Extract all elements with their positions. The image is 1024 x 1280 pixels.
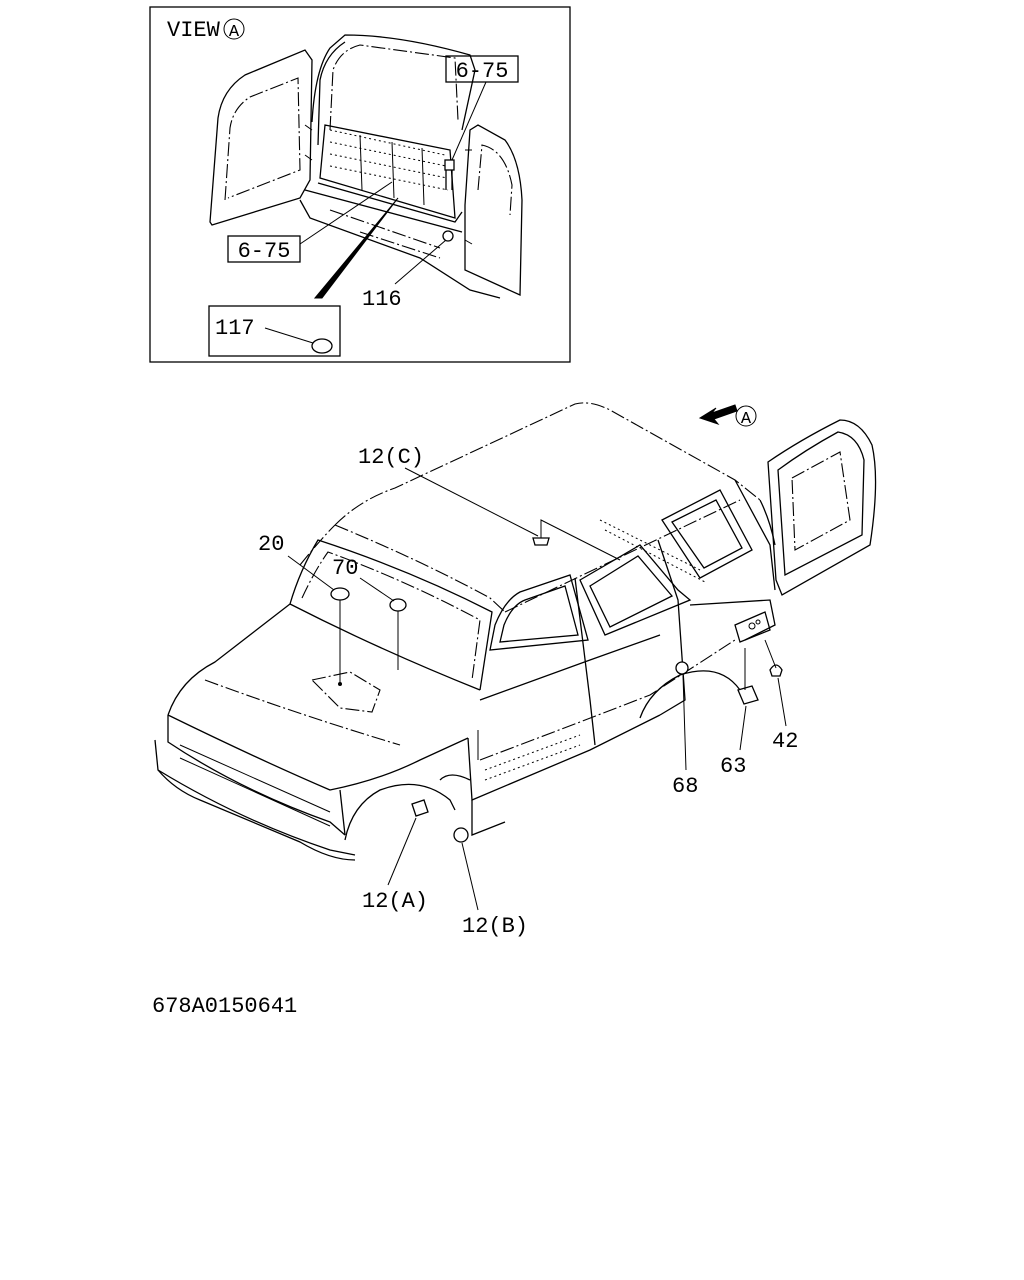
callout-12c: 12(C)	[358, 445, 424, 470]
clip-70-icon	[389, 598, 407, 612]
inset-frame	[149, 6, 571, 363]
view-pointer-wedge	[313, 197, 399, 299]
inset-view-label: VIEW	[167, 18, 221, 43]
callout-box-6-75-top	[445, 55, 519, 83]
plug-42-icon	[769, 664, 783, 677]
inset-view-marker-circle	[223, 18, 245, 40]
plug-117-icon	[311, 338, 333, 354]
plug-12a-icon	[411, 799, 429, 817]
view-direction-arrow-icon	[698, 404, 738, 426]
vehicle-body-drawing	[154, 402, 877, 861]
plug-12b-icon	[453, 827, 469, 843]
callout-63: 63	[720, 754, 746, 779]
main-callouts: 12(C) 20 70 68 63 42 12(A) 12(B)	[258, 445, 798, 939]
leader-20	[287, 555, 335, 591]
rear-body-drawing	[209, 34, 523, 299]
drawing-code: 678A0150641	[152, 994, 297, 1019]
callout-6-75-top: 6-75	[456, 59, 509, 84]
inset-view-a: VIEW A	[149, 6, 571, 363]
callout-70: 70	[332, 556, 358, 581]
clip-63-icon	[737, 685, 759, 705]
view-a-marker: A	[741, 410, 752, 429]
leader-63	[739, 705, 747, 751]
callout-box-117	[208, 305, 341, 357]
leader-12b	[461, 842, 479, 911]
leader-70	[359, 577, 395, 602]
leader-12a	[387, 817, 417, 886]
callout-box-6-75-bottom	[227, 235, 301, 263]
leader-117	[264, 327, 314, 344]
callout-6-75-bottom: 6-75	[238, 239, 291, 264]
plug-12c-icon	[532, 537, 550, 546]
callout-20: 20	[258, 532, 284, 557]
callout-68: 68	[672, 774, 698, 799]
leader-6-75-bottom	[299, 181, 393, 245]
callout-116: 116	[362, 287, 402, 312]
callout-12b: 12(B)	[462, 914, 528, 939]
view-a-arrow: A	[698, 404, 757, 429]
callout-117: 117	[215, 316, 255, 341]
plug-68-icon	[675, 661, 689, 675]
view-a-marker-circle	[735, 405, 757, 427]
leader-42	[777, 677, 787, 727]
leader-68	[682, 674, 687, 771]
leader-116	[394, 239, 447, 285]
leader-12c	[404, 467, 539, 537]
leader-6-75-top	[451, 81, 487, 161]
parts	[330, 519, 783, 843]
inset-view-marker: A	[229, 23, 240, 42]
callout-42: 42	[772, 729, 798, 754]
callout-12a: 12(A)	[362, 889, 428, 914]
